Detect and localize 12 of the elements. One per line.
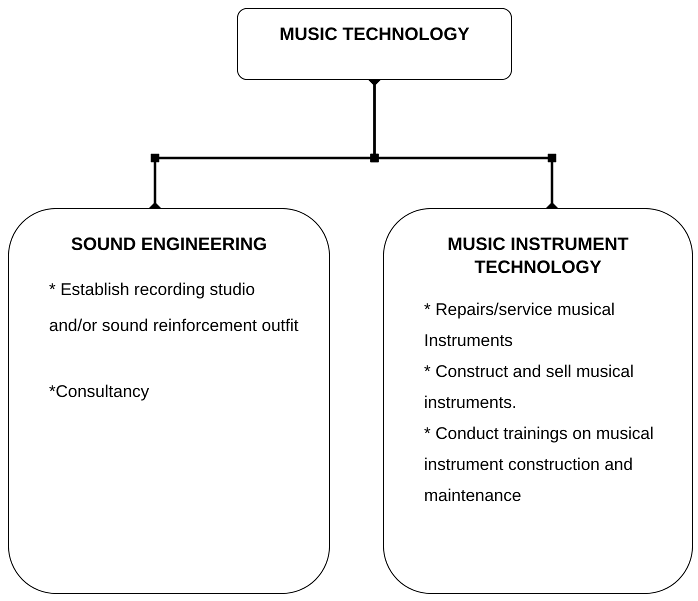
rounded-box [237, 8, 512, 80]
connector [368, 80, 558, 208]
box-heading: SOUND ENGINEERING [70, 233, 268, 256]
rounded-box [8, 208, 330, 594]
bullet-text: * Establish recording studio and/or sound reinforcement outfit [49, 278, 300, 336]
box-heading: MUSIC INSTRUMENT TECHNOLOGY [446, 233, 630, 278]
bullet-text: * Conduct trainings on musical instrument construction and maintenance [424, 423, 655, 507]
bullet-text: * Repairs/service musical Instruments [424, 299, 616, 352]
rounded-box [383, 208, 693, 594]
bullet-text: * Construct and sell musical instruments. [424, 361, 635, 414]
box-heading: MUSIC TECHNOLOGY [278, 23, 470, 46]
bullet-text: *Consultancy [49, 380, 150, 402]
